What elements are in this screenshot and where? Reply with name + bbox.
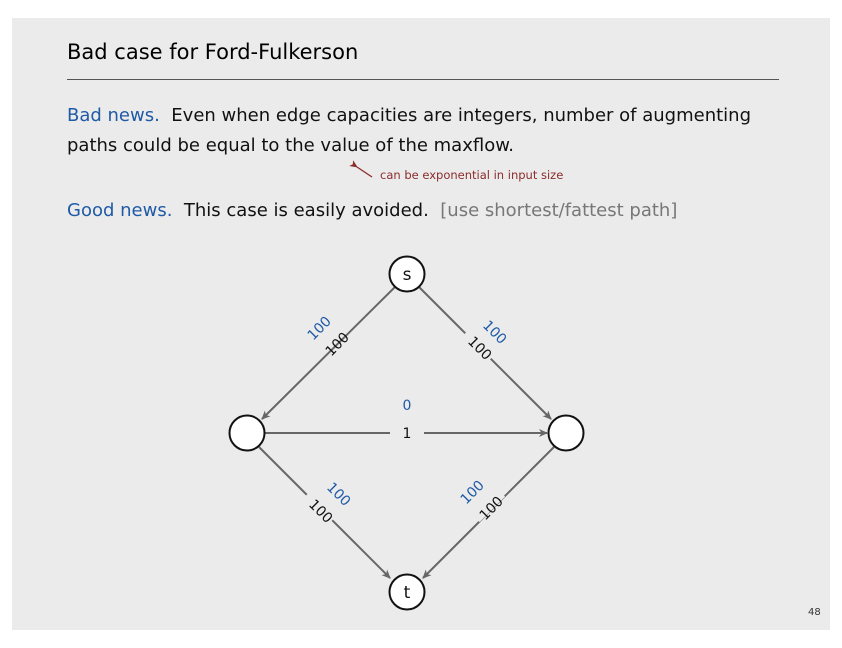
edge-label-bg bbox=[309, 316, 349, 356]
slide: Bad case for Ford-Fulkerson Bad news. Ev… bbox=[12, 18, 830, 630]
edge-label-bg bbox=[303, 484, 343, 524]
node-source-label: s bbox=[403, 265, 412, 285]
title-divider bbox=[67, 79, 779, 80]
edge-label-bg bbox=[461, 323, 501, 363]
bad-news-paragraph: Bad news. Even when edge capacities are … bbox=[67, 101, 787, 161]
good-news-hint: [use shortest/fattest path] bbox=[440, 200, 678, 221]
annotation-arrow bbox=[349, 160, 373, 178]
node-sink bbox=[388, 573, 426, 611]
node-left bbox=[228, 414, 266, 452]
edge-label-bg bbox=[390, 423, 424, 443]
edge-label-bg bbox=[466, 483, 506, 523]
node-right bbox=[547, 414, 585, 452]
node-sink-label: t bbox=[404, 583, 411, 603]
good-news-text: This case is easily avoided. bbox=[183, 200, 429, 221]
edge-left-right-capacity: 1 bbox=[403, 426, 412, 442]
bad-news-line2: paths could be equal to the value of the… bbox=[67, 135, 515, 156]
page-number: 48 bbox=[808, 607, 821, 618]
edge-s-left bbox=[261, 286, 396, 420]
bad-news-label: Bad news. bbox=[67, 105, 160, 126]
node-source bbox=[388, 255, 426, 293]
good-news-label: Good news. bbox=[67, 200, 173, 221]
exponential-annotation: can be exponential in input size bbox=[380, 168, 564, 182]
slide-title: Bad case for Ford-Fulkerson bbox=[67, 40, 359, 64]
good-news-paragraph: Good news. This case is easily avoided. … bbox=[67, 196, 677, 226]
bad-news-line1: Even when edge capacities are integers, … bbox=[171, 105, 752, 126]
edge-left-right-flow: 0 bbox=[403, 398, 412, 414]
